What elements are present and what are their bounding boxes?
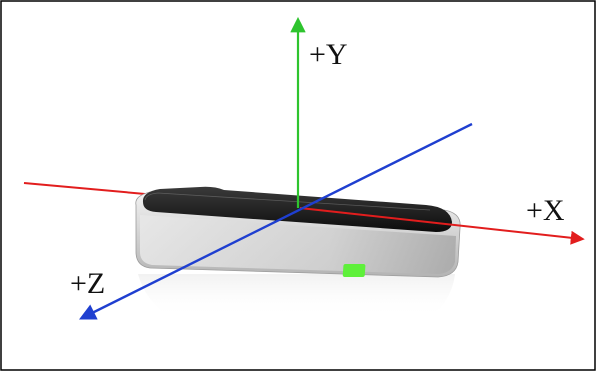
device-top-glass bbox=[142, 186, 452, 232]
motion-sensor-device-icon bbox=[135, 186, 461, 278]
device-indicator-light bbox=[342, 264, 366, 277]
y-axis-label: +Y bbox=[309, 38, 348, 71]
z-axis-label: +Z bbox=[70, 267, 105, 300]
x-axis-label: +X bbox=[526, 194, 565, 227]
device-reflection bbox=[138, 274, 455, 318]
device-rim-highlight bbox=[144, 192, 431, 211]
z-axis-line bbox=[78, 122, 473, 320]
device-front-face bbox=[140, 215, 456, 274]
x-axis-line bbox=[299, 207, 585, 245]
